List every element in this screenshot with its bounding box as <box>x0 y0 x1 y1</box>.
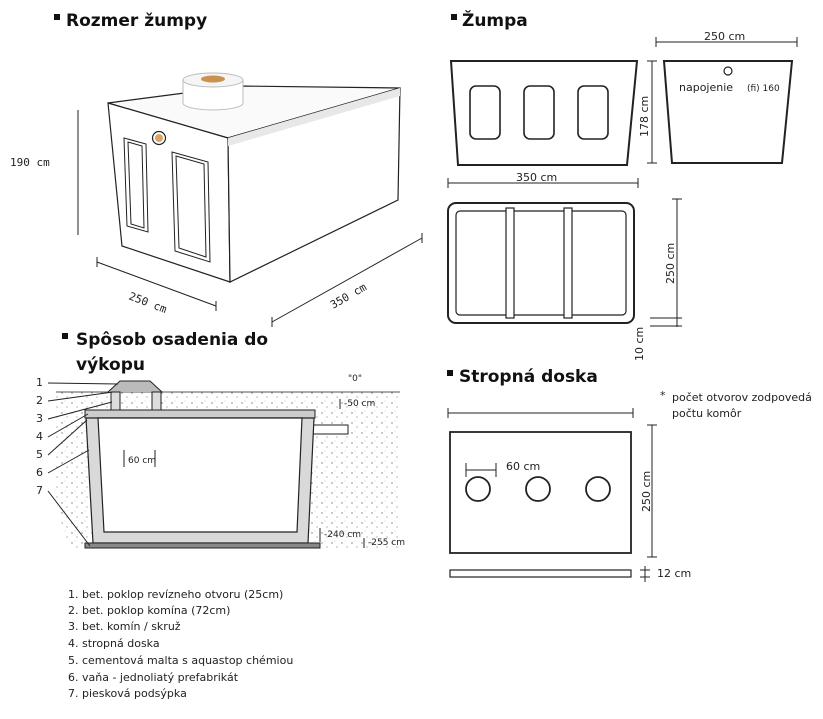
zumpa-top-width-label: 250 cm <box>704 30 745 43</box>
note-mark: * <box>660 389 666 402</box>
heading-zumpa: Žumpa <box>451 9 528 31</box>
svg-text:7: 7 <box>36 484 43 497</box>
section-callouts: 1 2 3 4 5 6 7 <box>36 376 119 547</box>
svg-text:Žumpa: Žumpa <box>462 9 528 31</box>
level-255-label: -255 cm <box>368 538 405 548</box>
zumpa-side-view: napojenie (fi) 160 250 cm 178 cm <box>638 30 798 164</box>
zumpa-height-label: 178 cm <box>638 96 651 137</box>
slab-thickness-label: 12 cm <box>657 567 691 580</box>
zumpa-length-label: 350 cm <box>516 171 557 184</box>
installation-section: 60 cm "0" -50 cm -240 cm -255 cm 1 2 3 4… <box>36 374 405 549</box>
tank-3d: 190 cm 250 cm 350 cm <box>10 72 423 327</box>
legend-item: 4. stropná doska <box>68 637 160 650</box>
svg-text:Rozmer žumpy: Rozmer žumpy <box>66 11 207 31</box>
svg-text:5: 5 <box>36 448 43 461</box>
legend-item: 7. piesková podsýpka <box>68 687 187 700</box>
tank-height-label: 190 cm <box>10 156 50 169</box>
svg-text:Spôsob osadenia do: Spôsob osadenia do <box>76 330 268 350</box>
slab-note-line1: počet otvorov zodpovedá <box>672 391 812 404</box>
legend-item: 2. bet. poklop komína (72cm) <box>68 604 230 617</box>
zumpa-wall-label: 10 cm <box>633 327 646 361</box>
legend-item: 5. cementová malta s aquastop chémiou <box>68 654 293 667</box>
svg-text:výkopu: výkopu <box>76 355 145 375</box>
connection-label: napojenie <box>679 81 733 94</box>
slab-note-line2: počtu komôr <box>672 407 742 420</box>
level-zero-label: "0" <box>348 374 362 384</box>
heading-sposob: Spôsob osadenia do výkopu <box>62 330 268 375</box>
heading-stropna: Stropná doska <box>447 367 598 387</box>
slab-height-label: 250 cm <box>640 471 653 512</box>
shaft-dim-label: 60 cm <box>128 456 156 466</box>
svg-text:1: 1 <box>36 376 43 389</box>
hole-spacing-label: 60 cm <box>506 460 540 473</box>
svg-text:2: 2 <box>36 394 43 407</box>
svg-text:3: 3 <box>36 412 43 425</box>
legend: 1. bet. poklop revízneho otvoru (25cm) 2… <box>68 588 293 700</box>
legend-item: 6. vaňa - jednoliatý prefabrikát <box>68 671 239 684</box>
tank-length-label: 350 cm <box>328 280 369 311</box>
tank-width-label: 250 cm <box>127 290 169 317</box>
zumpa-front-view: 350 cm <box>447 60 639 188</box>
legend-item: 3. bet. komín / skruž <box>68 620 181 633</box>
connection-diameter-label: (fi) 160 <box>747 84 780 94</box>
level-50-label: -50 cm <box>344 399 375 409</box>
heading-rozmer: Rozmer žumpy <box>54 11 207 31</box>
svg-text:6: 6 <box>36 466 43 479</box>
svg-text:Stropná doska: Stropná doska <box>459 367 598 387</box>
zumpa-plan-view: 250 cm 10 cm <box>447 198 682 361</box>
ceiling-slab: * počet otvorov zodpovedá počtu komôr 60… <box>447 389 812 582</box>
legend-item: 1. bet. poklop revízneho otvoru (25cm) <box>68 588 283 601</box>
level-240-label: -240 cm <box>324 530 361 540</box>
zumpa-plan-width-label: 250 cm <box>664 243 677 284</box>
svg-text:4: 4 <box>36 430 43 443</box>
